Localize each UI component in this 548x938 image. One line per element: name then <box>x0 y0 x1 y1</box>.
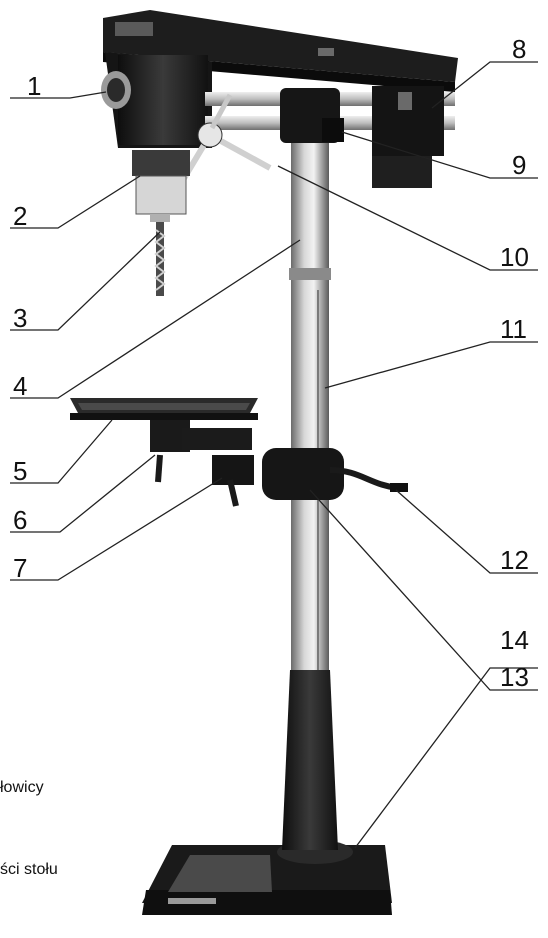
callout-8: 8 <box>512 34 527 64</box>
callout-13: 13 <box>500 662 529 692</box>
leader-line-3 <box>10 231 161 331</box>
table <box>70 398 258 452</box>
leader-line-8 <box>431 61 538 109</box>
callout-1: 1 <box>27 71 42 101</box>
leader-line-1 <box>10 91 107 99</box>
leader-line-4 <box>10 239 301 399</box>
callout-11: 11 <box>500 314 527 344</box>
callout-14: 14 <box>500 625 529 655</box>
leader-line-13 <box>309 489 538 691</box>
column-sleeve <box>282 670 338 850</box>
column-collar <box>262 448 408 500</box>
leader-line-9 <box>341 131 538 179</box>
leader-line-10 <box>277 165 538 271</box>
leader-line-11 <box>324 341 538 389</box>
leader-line-12 <box>395 489 538 574</box>
base <box>142 840 392 915</box>
caption-fragment-1: łowicy <box>0 779 44 796</box>
motor <box>372 86 444 188</box>
callout-6: 6 <box>13 505 28 535</box>
callout-9: 9 <box>512 150 527 180</box>
callout-12: 12 <box>500 545 529 575</box>
drill-bit <box>154 222 166 296</box>
leader-lines <box>10 61 538 849</box>
callout-3: 3 <box>13 303 28 333</box>
leader-line-14 <box>354 667 538 849</box>
callout-10: 10 <box>500 242 529 272</box>
head-housing <box>103 10 458 148</box>
callout-5: 5 <box>13 456 28 486</box>
leader-line-7 <box>10 477 223 581</box>
column <box>289 140 331 700</box>
callout-4: 4 <box>13 371 28 401</box>
chuck <box>132 150 190 222</box>
callout-7: 7 <box>13 553 28 583</box>
callout-2: 2 <box>13 201 28 231</box>
switch <box>101 71 131 109</box>
bar-carriage <box>280 88 344 143</box>
caption-fragment-2: ści stołu <box>0 861 58 878</box>
leader-line-2 <box>10 175 141 229</box>
leader-line-5 <box>10 419 113 484</box>
leader-line-6 <box>10 454 156 533</box>
